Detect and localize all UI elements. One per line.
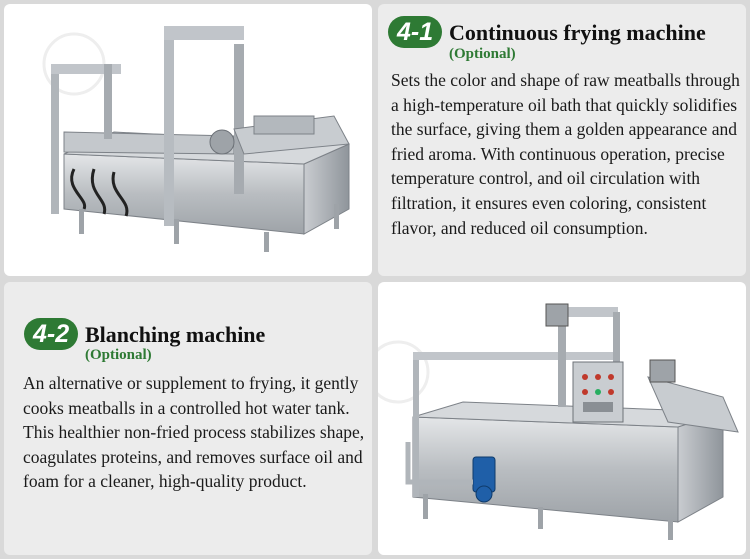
- section-number-badge: 4-2: [24, 318, 79, 350]
- optional-label: (Optional): [449, 46, 516, 62]
- optional-label: (Optional): [85, 347, 152, 363]
- blanching-machine-section: 4-2 Blanching machine (Optional) An alte…: [4, 282, 372, 555]
- section-description: Sets the color and shape of raw meatball…: [391, 70, 740, 238]
- blanching-machine-photo: [378, 282, 746, 555]
- section-title: Continuous frying machine: [449, 20, 706, 45]
- frying-machine-photo: [4, 4, 372, 276]
- section-description: An alternative or supplement to frying, …: [23, 373, 365, 492]
- frying-machine-section: 4-1 Continuous frying machine (Optional)…: [378, 4, 746, 276]
- section-title: Blanching machine: [85, 322, 266, 347]
- section-number-badge: 4-1: [388, 16, 443, 48]
